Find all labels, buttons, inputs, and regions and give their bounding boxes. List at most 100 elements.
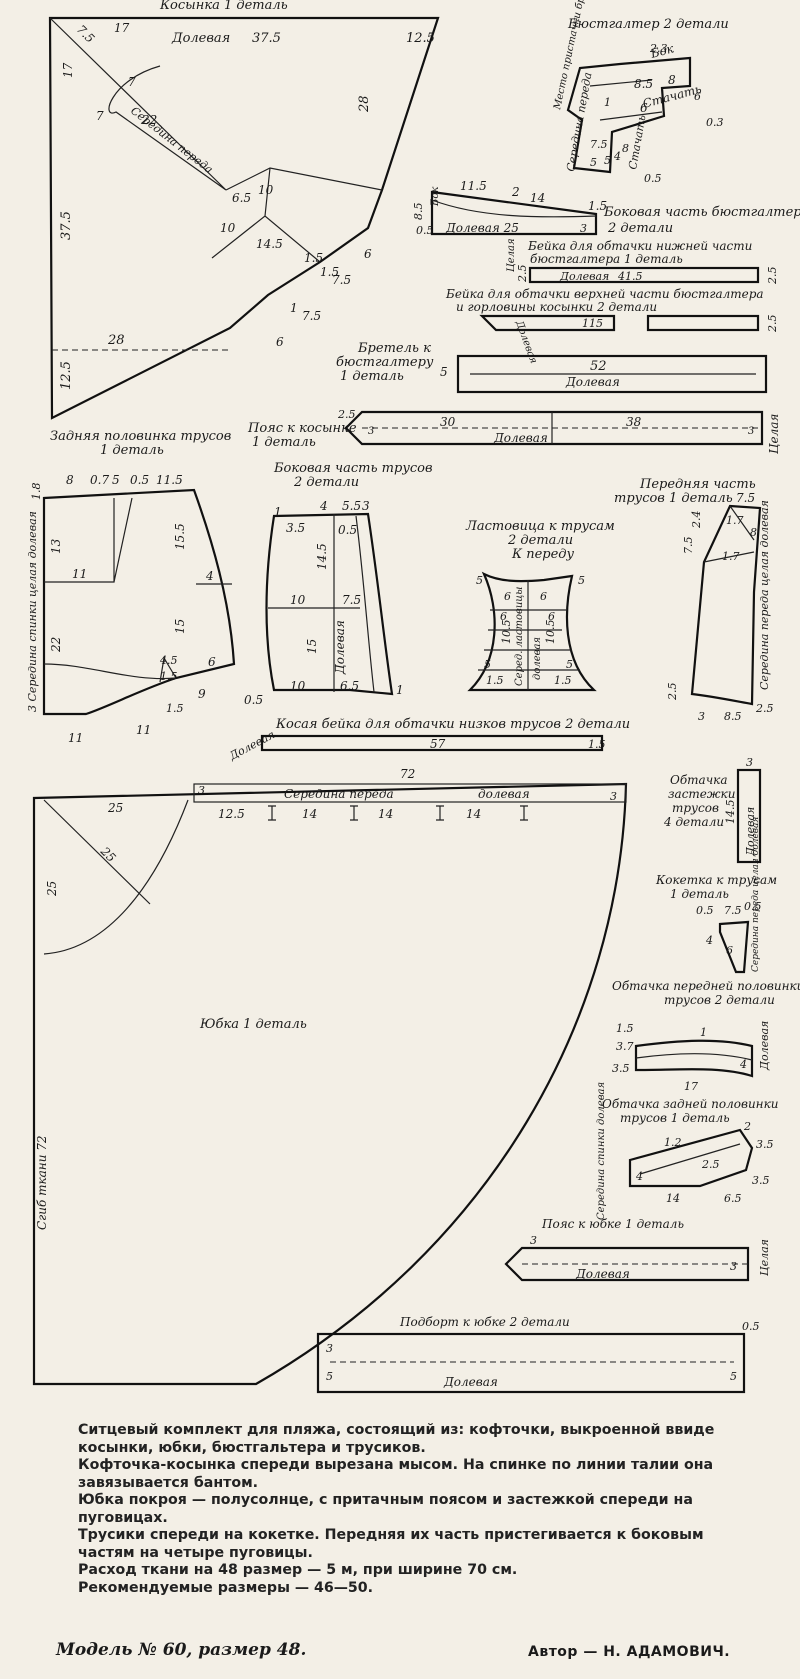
bra-side-dim-0: 11.5 [460, 179, 487, 193]
side-trunks-dim-3: 1 [274, 505, 282, 519]
front-trunks-dim-9: 2.5 [755, 702, 774, 715]
piece-bind-upper: Бейка для обтачки верхней части бюстгалт… [445, 287, 779, 365]
back-half-dim-7: 11 [72, 567, 87, 581]
bra-dim-11: 0.3 [706, 116, 724, 129]
kosynka-grain: Долевая [171, 31, 230, 46]
facing-back-center: Середина спинки долевая [596, 1082, 607, 1220]
kosynka-dim-11: 10 [220, 221, 236, 235]
yoke-dim-4: 6 [726, 944, 733, 957]
skirt-w2: 3 [610, 790, 617, 803]
kosynka-dim-9: 10 [258, 183, 274, 197]
back-half-dim-6: 13 [49, 538, 63, 554]
bias-w: 1.5 [588, 738, 606, 751]
front-trunks-dim-8: 8.5 [724, 710, 742, 723]
back-half-dim-4: 11.5 [156, 473, 183, 487]
description-block: Ситцевый комплект для пляжа, состоящий и… [78, 1422, 758, 1597]
back-half-dim-0: 8 [66, 473, 74, 487]
piece-skirt: Юбка 1 деталь Середина переда долевая Сг… [32, 767, 628, 1386]
facing-clasp-title3: трусов [672, 801, 719, 815]
bra-side-outline [430, 190, 598, 236]
gusset-dim-5: 10.5 [544, 620, 557, 645]
piece-yoke: Кокетка к трусам 1 деталь 0.5 7.5 0.5 4 … [655, 817, 777, 974]
bra-dim-5: 1 [604, 96, 611, 109]
kosynka-neck-cut [211, 167, 383, 263]
bias-outline [260, 734, 604, 752]
bra-dim-12: 6 [694, 90, 701, 103]
gusset-count: 2 детали [507, 533, 573, 548]
strap-title: Бретель к [357, 341, 431, 356]
bind-upper-w: 2.5 [766, 315, 779, 334]
belt-kosynka-w: 2.5 [337, 408, 356, 421]
belt-kosynka-e1: 3 [368, 426, 374, 437]
bias-len: 57 [430, 737, 446, 751]
bra-side-curve [431, 199, 597, 218]
bind-upper-outline-b [646, 314, 760, 332]
author-caption: Автор — Н. АДАМОВИЧ. [528, 1644, 731, 1660]
back-half-dim-13: 11 [68, 731, 83, 745]
belt-kosynka-end: Целая [767, 414, 781, 454]
front-trunks-center: Середина переда целая долевая [758, 500, 771, 690]
piece-bra-side: Боковая часть бюстгалтера 2 детали Долев… [412, 179, 800, 237]
kosynka-dim-18: 7.5 [302, 309, 321, 323]
piece-back-half: Задняя половинка трусов 1 деталь 3 Серед… [26, 429, 236, 745]
gusset-dim-8: 5 [476, 574, 483, 587]
back-half-dim-16: 1.5 [160, 670, 178, 683]
hem-skirt-title: Подборт к юбке 2 детали [399, 1315, 570, 1329]
bra-side: Бок [648, 41, 676, 61]
bind-lower-title: Бейка для обтачки нижней части [527, 239, 752, 253]
bind-lower-count: бюстгалтера 1 деталь [530, 252, 683, 266]
bra-dim-10: 5 [604, 154, 611, 167]
bra-side-dim-6: 3 [580, 222, 587, 235]
gusset-dim-9: 5 [578, 574, 585, 587]
strap-grain: Долевая [565, 375, 620, 389]
facing-front-dim-0: 1.5 [616, 1022, 634, 1035]
side-trunks-dim-5: 0.5 [338, 523, 357, 537]
side-trunks-dim-9: 15 [305, 639, 319, 654]
piece-facing-clasp: Обтачка застежки трусов 4 детали 14.5 До… [663, 756, 762, 864]
bind-lower-whole: Целая [506, 238, 517, 272]
front-trunks-count: трусов 1 деталь [614, 491, 733, 506]
kosynka-dim-4: 7.5 [74, 22, 97, 45]
belt-kosynka-outline [344, 410, 764, 446]
bra-side-dim-2: 14 [530, 191, 545, 205]
gusset-inner [478, 580, 580, 690]
kosynka-dart-dim-1: 22 [141, 113, 157, 127]
yoke-dim-1: 7.5 [724, 904, 742, 917]
skirt-grain: долевая [478, 787, 530, 801]
back-half-center: 3 Середина спинки целая долевая [26, 511, 39, 712]
bra-dim-2: 8 [668, 73, 676, 87]
sewing-pattern-sheet: Косынка 1 деталь Долевая 37.5 12.5 28 17… [26, 0, 800, 1394]
side-trunks-dim-13: 1 [396, 683, 404, 697]
yoke-center: Середина переда целая долевая [751, 817, 761, 972]
side-trunks-dim-8: 7.5 [342, 593, 361, 607]
facing-front-grain: Долевая [758, 1021, 771, 1071]
back-half-title: Задняя половинка трусов [50, 429, 231, 444]
back-half-dim-3: 0.5 [130, 473, 149, 487]
belt-skirt-e: 3 [730, 1260, 737, 1273]
yoke-outline [718, 920, 750, 974]
bind-lower-grain: Долевая [559, 270, 609, 283]
bra-side-dim-1: 2 [511, 185, 520, 199]
hem-skirt-e: 0.5 [742, 1320, 760, 1333]
back-half-outline [42, 488, 236, 716]
gusset-dim-4: 10.5 [500, 620, 513, 645]
bra-dim-4: 7.5 [590, 138, 608, 151]
facing-clasp-dim: 14.5 [724, 800, 737, 825]
facing-back-dim-2: 4 [635, 1170, 643, 1183]
side-trunks-dim-10: 10 [290, 679, 306, 693]
kosynka-dim-7: 12.5 [59, 361, 74, 390]
skirt-mark-3: 14 [466, 807, 481, 821]
front-trunks-dim-2: 1.7 [726, 514, 744, 527]
description-p5: Расход ткани на 48 размер — 5 м, при шир… [78, 1562, 518, 1578]
back-half-dim-14: 11 [136, 723, 151, 737]
front-trunks-dim-0: 7.5 [736, 491, 755, 505]
hem-skirt-grain: Долевая [443, 1375, 498, 1389]
side-trunks-count: 2 детали [293, 475, 359, 490]
skirt-r1: 25 [107, 801, 123, 815]
facing-clasp-w: 3 [746, 756, 753, 769]
yoke-title: Кокетка к трусам [655, 873, 777, 887]
back-half-dim-10: 22 [49, 637, 63, 653]
strap-len: 52 [590, 359, 607, 374]
bias-title: Косая бейка для обтачки низков трусов 2 … [275, 717, 630, 732]
strap-title2: бюстгалтеру [336, 355, 434, 370]
